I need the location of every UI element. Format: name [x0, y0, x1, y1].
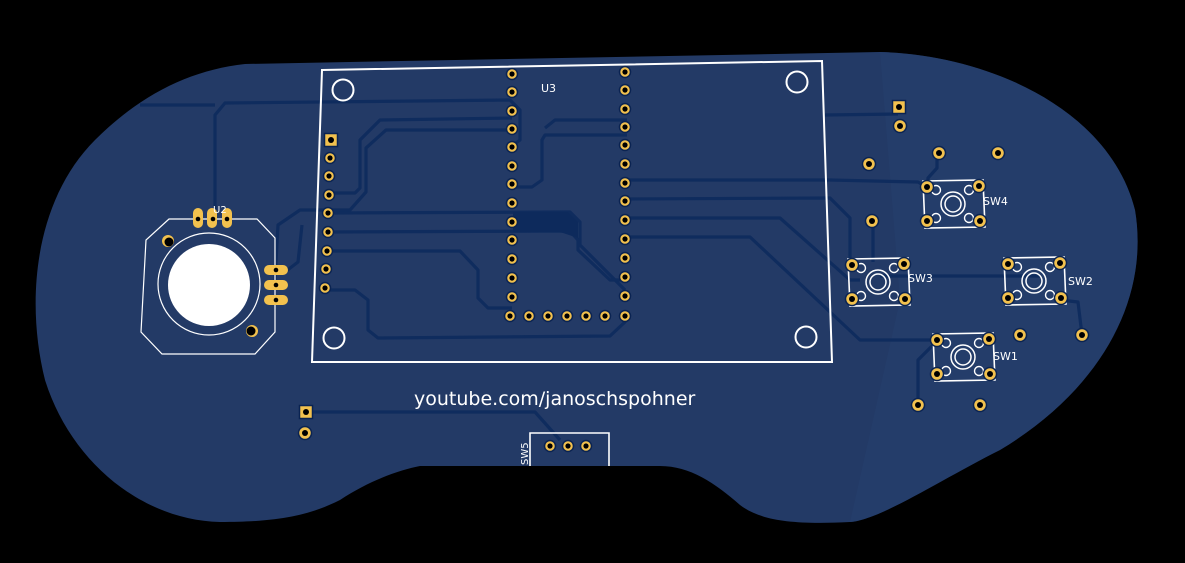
sw5-label: SW5: [520, 442, 531, 465]
mount-hole-tl: [331, 78, 355, 102]
sw4-label: SW4: [983, 195, 1008, 208]
sw5-slide-switch: SW5: [520, 432, 610, 466]
sw3-label: SW3: [908, 272, 933, 285]
copper-traces: [140, 98, 1084, 442]
sw1-label: SW1: [993, 350, 1018, 363]
joystick-cap: [168, 244, 250, 326]
mount-hole-br: [794, 325, 818, 349]
u2-joystick: U2: [140, 205, 288, 355]
mount-hole-bl: [322, 326, 346, 350]
mount-hole-tr: [785, 70, 809, 94]
copper-pour: [513, 212, 578, 238]
url-silkscreen: youtube.com/janoschspohner: [414, 388, 696, 410]
u2-label: U2: [213, 205, 227, 216]
u3-label: U3: [541, 82, 556, 95]
u3-module: U3: [310, 59, 834, 363]
sw2-label: SW2: [1068, 275, 1093, 288]
